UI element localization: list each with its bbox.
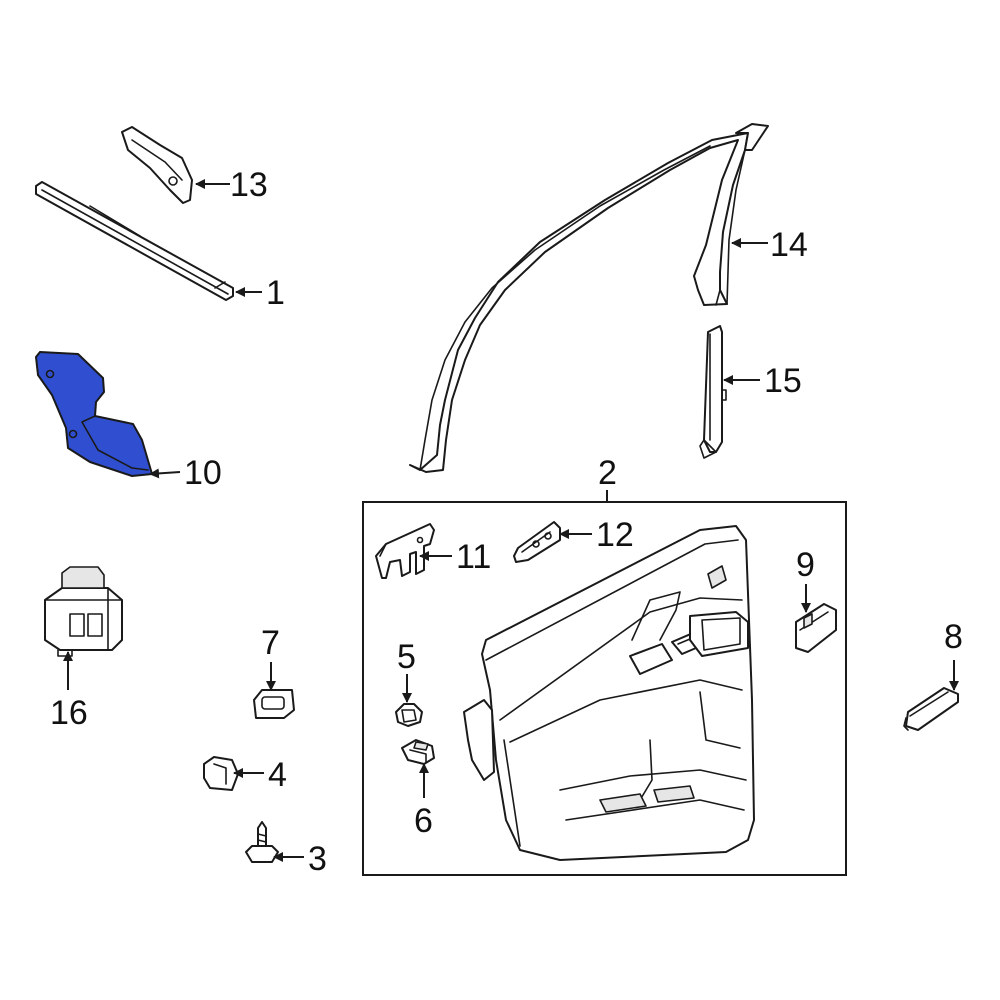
callout-16: 16 bbox=[50, 694, 88, 732]
callout-1: 1 bbox=[266, 274, 285, 312]
assembly-box bbox=[362, 501, 847, 876]
callout-12: 12 bbox=[596, 516, 634, 554]
callout-5: 5 bbox=[397, 638, 416, 676]
part-14-frame-moulding[interactable] bbox=[409, 123, 769, 473]
callout-7: 7 bbox=[261, 624, 280, 662]
leader-lines bbox=[63, 179, 959, 862]
part-9-cover-cap[interactable] bbox=[795, 603, 837, 653]
part-1-run-channel[interactable] bbox=[35, 181, 234, 301]
callout-4: 4 bbox=[268, 756, 287, 794]
part-13-bracket[interactable] bbox=[121, 126, 193, 204]
part-4-clip[interactable] bbox=[203, 756, 239, 791]
callout-3: 3 bbox=[308, 840, 327, 878]
callout-10: 10 bbox=[184, 454, 222, 492]
part-6-clip[interactable] bbox=[401, 739, 435, 765]
part-5-push-pin[interactable] bbox=[395, 703, 423, 727]
part-2-door-trim-panel[interactable] bbox=[463, 525, 755, 861]
callout-6: 6 bbox=[414, 802, 433, 840]
callout-15: 15 bbox=[764, 362, 802, 400]
callout-8: 8 bbox=[944, 618, 963, 656]
callout-14: 14 bbox=[770, 226, 808, 264]
callout-13: 13 bbox=[230, 166, 268, 204]
part-10-fill bbox=[35, 351, 153, 477]
callout-2: 2 bbox=[598, 454, 617, 492]
part-11-bracket[interactable] bbox=[375, 523, 435, 579]
callout-9: 9 bbox=[796, 546, 815, 584]
part-12-bracket[interactable] bbox=[513, 521, 561, 563]
callout-11: 11 bbox=[456, 538, 491, 576]
part-7-pad[interactable] bbox=[253, 689, 295, 719]
part-3-screw[interactable] bbox=[245, 821, 279, 863]
part-8-cover[interactable] bbox=[903, 687, 959, 731]
part-16-switch[interactable] bbox=[44, 566, 123, 657]
part-10-shield[interactable] bbox=[35, 351, 153, 477]
part-15-pillar-strip[interactable] bbox=[699, 325, 727, 459]
